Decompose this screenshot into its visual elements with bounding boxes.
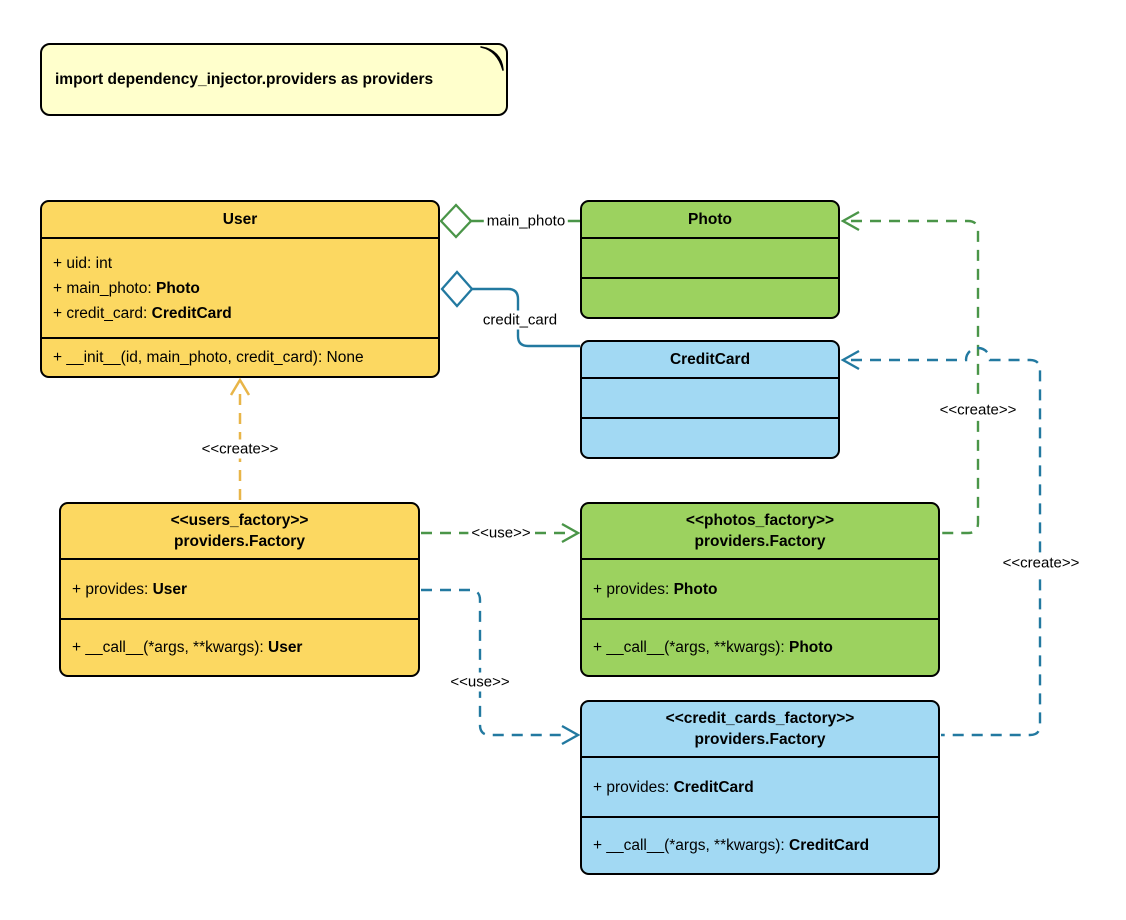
factory-users-methods: + __call__(*args, **kwargs): User: [61, 618, 418, 675]
attribute-row: + provides: User: [72, 580, 188, 598]
class-photo-methods: [582, 277, 838, 317]
class-stereotype: <<credit_cards_factory>>: [665, 710, 855, 727]
note-fold-corner-icon: [480, 46, 504, 71]
class-title: User: [222, 211, 258, 228]
class-photo[interactable]: Photo: [580, 200, 840, 319]
edge-label-use-credit-cards[interactable]: <<use>>: [447, 672, 513, 692]
factory-photos[interactable]: <<photos_factory>> providers.Factory + p…: [580, 502, 940, 677]
edge-label-credit-card[interactable]: credit_card: [479, 310, 561, 330]
factory-users-header: <<users_factory>> providers.Factory: [61, 504, 418, 558]
class-photo-header: Photo: [582, 202, 838, 237]
aggregation-diamond-icon: [440, 270, 474, 308]
factory-credit-cards-attributes: + provides: CreditCard: [582, 756, 938, 816]
class-title: providers.Factory: [174, 533, 305, 550]
factory-users[interactable]: <<users_factory>> providers.Factory + pr…: [59, 502, 420, 677]
arrowhead-icon: [840, 210, 860, 232]
class-title: providers.Factory: [694, 533, 826, 550]
class-stereotype: <<photos_factory>>: [685, 512, 835, 529]
class-user-header: User: [42, 202, 438, 237]
edge-create-photo[interactable]: [840, 210, 980, 535]
edge-use-credit-cards-factory[interactable]: [421, 588, 581, 746]
attribute-row: + provides: CreditCard: [593, 778, 754, 796]
method-row: + __call__(*args, **kwargs): User: [72, 639, 303, 656]
method-row: + __call__(*args, **kwargs): CreditCard: [593, 837, 870, 854]
class-credit-card-header: CreditCard: [582, 342, 838, 377]
note-text: import dependency_injector.providers as …: [55, 70, 434, 88]
edge-label-create-photo[interactable]: <<create>>: [936, 400, 1020, 420]
factory-credit-cards-header: <<credit_cards_factory>> providers.Facto…: [582, 702, 938, 756]
class-credit-card-attributes: [582, 377, 838, 417]
attribute-row: + credit_card: CreditCard: [53, 304, 232, 322]
class-user-methods: + __init__(id, main_photo, credit_card):…: [42, 337, 438, 376]
attribute-row: + provides: Photo: [593, 580, 718, 598]
edge-label-use-photos[interactable]: <<use>>: [468, 523, 534, 543]
attribute-row: + uid: int: [53, 254, 113, 272]
edge-credit-card-aggregation[interactable]: [440, 270, 580, 348]
arrowhead-icon: [229, 377, 251, 396]
factory-users-attributes: + provides: User: [61, 558, 418, 618]
edge-label-create-user[interactable]: <<create>>: [198, 439, 282, 459]
edge-label-main-photo[interactable]: main_photo: [483, 211, 569, 231]
edge-label-create-credit-card[interactable]: <<create>>: [999, 553, 1083, 573]
class-title: Photo: [688, 211, 732, 228]
aggregation-diamond-icon: [439, 203, 473, 239]
arrowhead-icon: [840, 349, 860, 371]
class-title: providers.Factory: [694, 731, 826, 748]
class-user[interactable]: User + uid: int + main_photo: Photo + cr…: [40, 200, 440, 378]
class-stereotype: <<users_factory>>: [170, 512, 309, 529]
class-credit-card[interactable]: CreditCard: [580, 340, 840, 459]
note-import-providers[interactable]: import dependency_injector.providers as …: [40, 43, 508, 116]
class-photo-attributes: [582, 237, 838, 277]
factory-credit-cards-methods: + __call__(*args, **kwargs): CreditCard: [582, 816, 938, 873]
arrowhead-icon: [561, 522, 581, 544]
attribute-row: + main_photo: Photo: [53, 279, 200, 297]
factory-credit-cards[interactable]: <<credit_cards_factory>> providers.Facto…: [580, 700, 940, 875]
class-credit-card-methods: [582, 417, 838, 457]
class-title: CreditCard: [669, 351, 751, 368]
method-row: + __call__(*args, **kwargs): Photo: [593, 639, 833, 656]
method-row: + __init__(id, main_photo, credit_card):…: [53, 349, 364, 366]
arrowhead-icon: [561, 724, 581, 746]
class-user-attributes: + uid: int + main_photo: Photo + credit_…: [42, 237, 438, 337]
factory-photos-methods: + __call__(*args, **kwargs): Photo: [582, 618, 938, 675]
factory-photos-attributes: + provides: Photo: [582, 558, 938, 618]
factory-photos-header: <<photos_factory>> providers.Factory: [582, 504, 938, 558]
